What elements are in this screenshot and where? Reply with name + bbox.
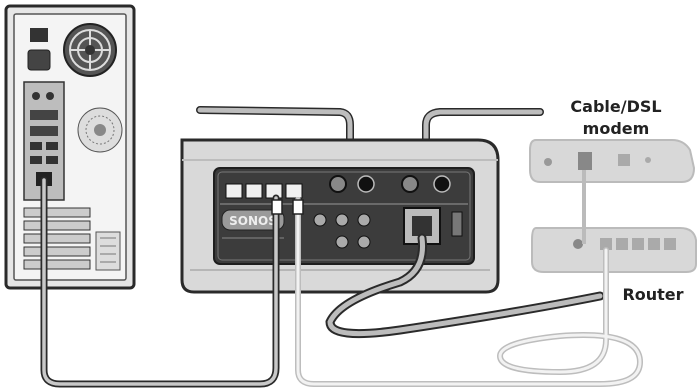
power-switch: [452, 212, 462, 236]
fan-icon: [64, 24, 116, 76]
computer-tower: [6, 6, 134, 288]
router-label: Router: [612, 284, 694, 306]
cable-modem: [530, 140, 694, 182]
router: [532, 228, 696, 272]
power-socket-icon: [28, 50, 50, 70]
modem-label-line1: Cable/DSL: [558, 96, 674, 118]
modem-label: Cable/DSL modem: [558, 96, 674, 140]
device-logo: SONOS: [229, 214, 277, 228]
power-switch-icon: [30, 28, 48, 42]
sonos-device: SONOS: [182, 140, 498, 292]
vent-grille: [78, 108, 122, 152]
modem-label-line2: modem: [558, 118, 674, 140]
